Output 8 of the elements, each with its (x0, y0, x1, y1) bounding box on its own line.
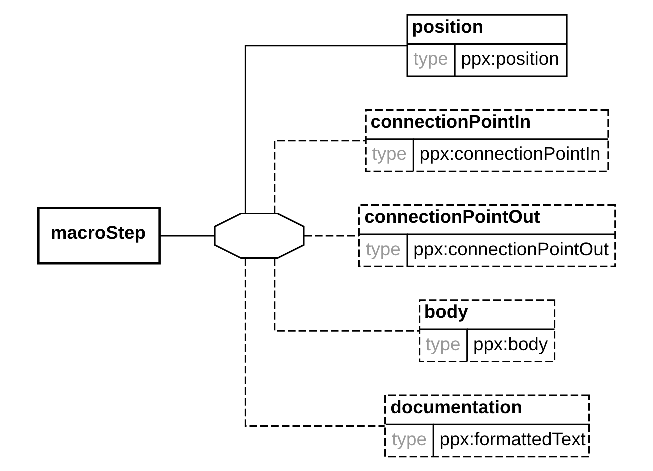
connector (159, 234, 214, 236)
connector (304, 234, 359, 236)
connector (274, 140, 366, 213)
connector (244, 258, 384, 426)
node-octagon (214, 212, 304, 258)
node-box: macroStep (37, 206, 160, 264)
connector (244, 44, 407, 213)
connector (274, 258, 419, 332)
